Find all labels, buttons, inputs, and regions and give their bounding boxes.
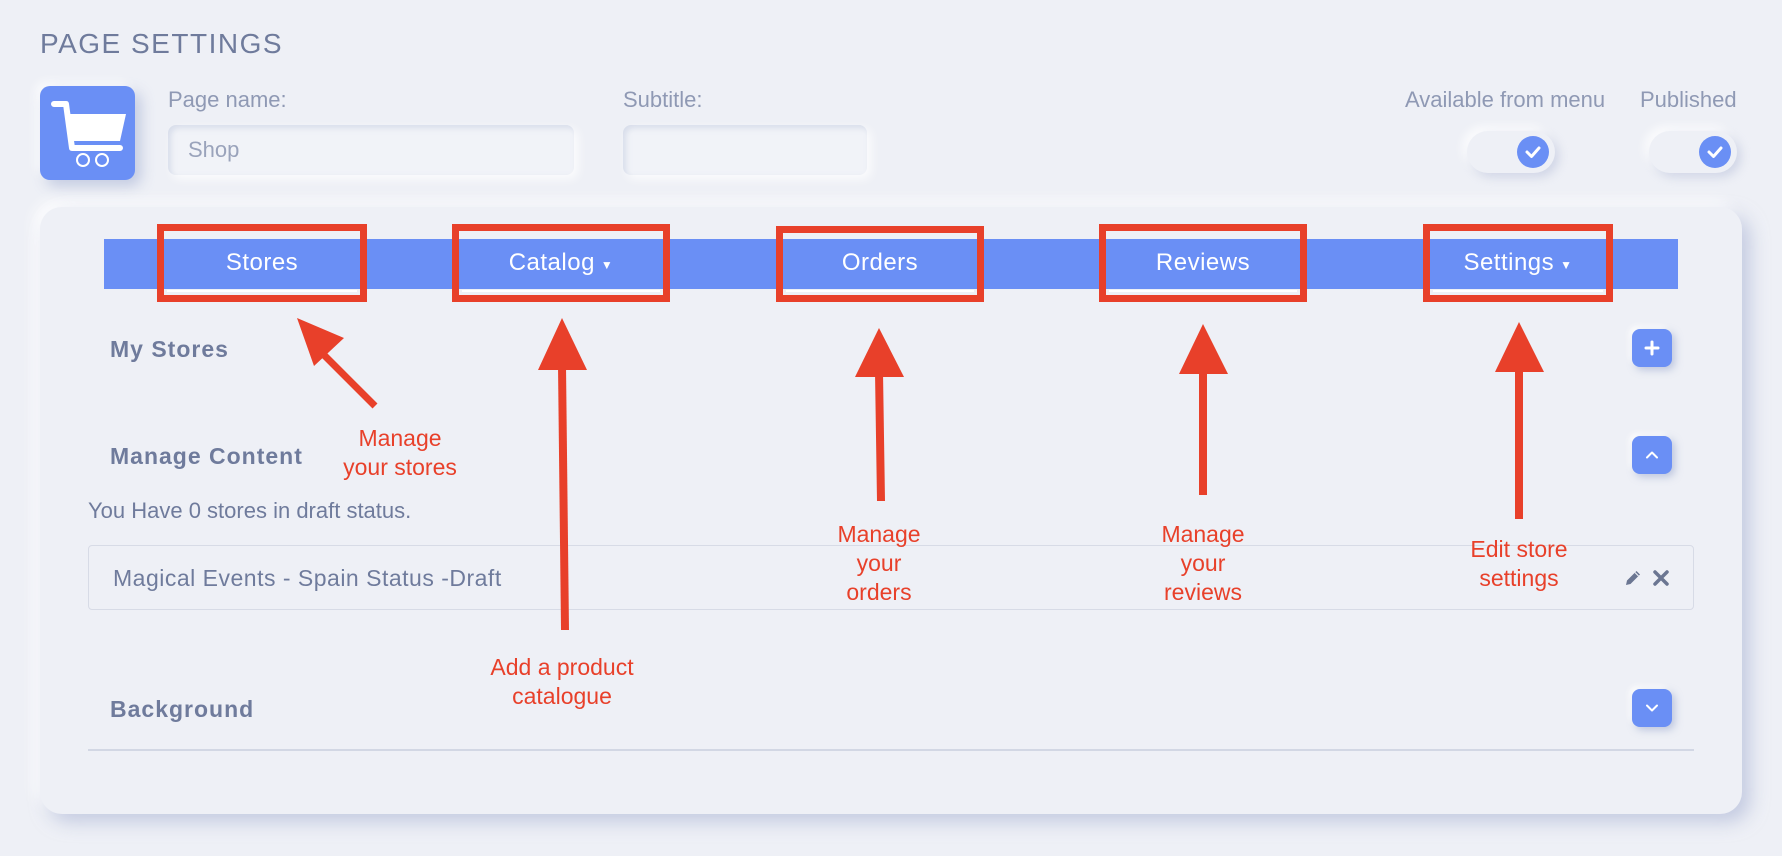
draft-status-text: You Have 0 stores in draft status. <box>88 498 412 523</box>
nav-reviews[interactable]: Reviews <box>1099 234 1307 292</box>
expand-background-button[interactable] <box>1632 689 1672 727</box>
annotation-line: reviews <box>1164 579 1242 605</box>
plus-icon <box>1644 340 1660 356</box>
nav-settings-dropdown[interactable]: Settings ▼ <box>1423 234 1613 292</box>
page-title: PAGE SETTINGS <box>40 28 284 59</box>
manage-content-title: Manage Content <box>110 443 303 469</box>
nav-reviews-label: Reviews <box>1155 249 1251 276</box>
published-toggle[interactable] <box>1649 131 1737 173</box>
nav-catalog-dropdown[interactable]: Catalog ▼ <box>452 234 670 292</box>
available-from-menu-toggle[interactable] <box>1467 131 1555 173</box>
caret-down-icon: ▼ <box>1560 257 1573 272</box>
chevron-up-icon <box>1646 451 1658 459</box>
list-item: Magical Events - Spain Status -Draft <box>88 545 1694 610</box>
annotation-line: Manage <box>358 425 442 451</box>
published-label: Published <box>1640 87 1737 112</box>
nav-orders[interactable]: Orders <box>776 234 984 292</box>
pencil-icon[interactable] <box>1623 568 1643 588</box>
annotation-line: orders <box>846 579 912 605</box>
annotation-catalog: Add a product catalogue <box>470 653 654 711</box>
page-icon-tile <box>40 86 135 180</box>
annotation-line: Manage <box>837 521 921 547</box>
annotation-line: Add a product <box>490 654 634 680</box>
annotation-settings: Edit store settings <box>1449 535 1589 593</box>
subtitle-label: Subtitle: <box>623 87 703 112</box>
nav-settings-label: Settings <box>1463 249 1555 276</box>
my-stores-title: My Stores <box>110 336 229 362</box>
annotation-line: Manage <box>1161 521 1245 547</box>
annotation-line: catalogue <box>512 683 612 709</box>
chevron-down-icon <box>1646 704 1658 712</box>
store-name: Magical Events - Spain Status -Draft <box>113 565 502 591</box>
collapse-manage-content-button[interactable] <box>1632 436 1672 474</box>
annotation-line: your <box>1180 550 1226 576</box>
store-settings-card <box>40 207 1742 814</box>
annotation-orders: Manage your orders <box>819 520 939 607</box>
available-from-menu-label: Available from menu <box>1405 87 1606 112</box>
caret-down-icon: ▼ <box>600 257 614 272</box>
check-icon <box>1699 136 1731 168</box>
add-store-button[interactable] <box>1632 329 1672 367</box>
annotation-line: settings <box>1479 565 1559 591</box>
annotation-line: Edit store <box>1470 536 1568 562</box>
nav-stores[interactable]: Stores <box>157 234 367 292</box>
nav-catalog-label: Catalog <box>508 249 595 276</box>
annotation-reviews: Manage your reviews <box>1143 520 1263 607</box>
annotation-line: your stores <box>343 454 457 480</box>
background-title: Background <box>110 696 255 722</box>
page-name-label: Page name: <box>168 87 287 112</box>
subtitle-input[interactable] <box>623 125 867 175</box>
check-icon <box>1517 136 1549 168</box>
annotation-line: your <box>856 550 902 576</box>
close-icon[interactable] <box>1651 568 1671 588</box>
page-name-input[interactable] <box>168 125 574 175</box>
section-divider <box>88 749 1694 751</box>
shopping-cart-icon <box>51 101 126 167</box>
nav-orders-label: Orders <box>841 249 919 276</box>
annotation-stores: Manage your stores <box>320 424 480 482</box>
nav-stores-label: Stores <box>225 249 299 276</box>
